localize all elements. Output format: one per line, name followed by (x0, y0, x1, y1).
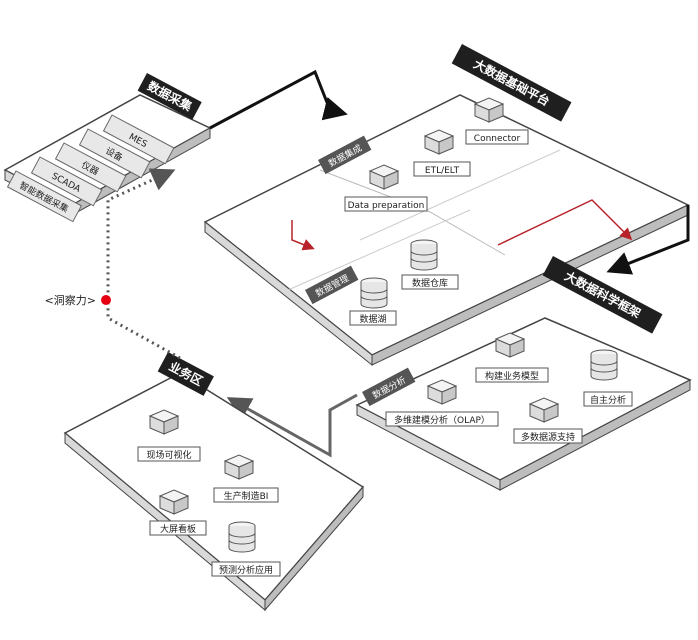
manufacturing-bi-label-box: 生产制造BI (213, 487, 279, 503)
collection-platform: 数据采集 MES 设备 仪器 SCADA 智能数据采集 (3, 73, 212, 223)
collection-item-mes: MES (102, 114, 175, 165)
manufacturing-bi-label: 生产制造BI (224, 490, 269, 502)
science-title-tab: 大数据科学框架 (542, 256, 663, 334)
self-analysis-icon (590, 349, 618, 381)
data-lake-label: 数据湖 (359, 313, 386, 325)
data-warehouse-label-box: 数据仓库 (401, 274, 459, 290)
self-analysis-label: 自主分析 (590, 394, 626, 406)
predictive-analytics-icon (228, 521, 256, 553)
dashboard-label-box: 大屏看板 (149, 520, 207, 536)
onsite-visualization-label-box: 现场可视化 (137, 446, 201, 462)
onsite-visualization-label: 现场可视化 (146, 449, 191, 461)
science-title: 大数据科学框架 (562, 268, 643, 321)
business-model-label: 构建业务模型 (485, 370, 539, 382)
predictive-analytics-label: 预测分析应用 (219, 564, 273, 576)
self-analysis-label-box: 自主分析 (583, 391, 633, 407)
multi-source-label-box: 多数据源支持 (513, 428, 583, 444)
business-model-label-box: 构建业务模型 (475, 367, 549, 383)
business-platform: 业务区 现场可视化 生产制造BI 大屏看板 预测分析应用 (63, 352, 365, 612)
data-lake-icon (360, 277, 388, 309)
predictive-analytics-label-box: 预测分析应用 (211, 561, 281, 577)
etl-label: ETL/ELT (425, 166, 460, 176)
connector-label-box: Connector (465, 129, 529, 145)
flow-arrow-science-to-business (226, 393, 358, 458)
flow-arrow-prep-to-management (291, 220, 315, 251)
etl-label-box: ETL/ELT (413, 161, 471, 177)
collection-item-instrument: 仪器 (54, 142, 127, 193)
olap-label-box: 多维建模分析（OLAP） (385, 411, 499, 427)
data-lake-label-box: 数据湖 (349, 310, 397, 326)
data-preparation-label-box: Data preparation (344, 196, 428, 212)
data-warehouse-label: 数据仓库 (412, 277, 448, 289)
dashboard-label: 大屏看板 (160, 523, 196, 535)
flow-arrow-platform-down (606, 205, 690, 275)
data-warehouse-icon (410, 239, 438, 271)
data-preparation-label: Data preparation (348, 201, 425, 211)
flow-arrow-platform-to-science (497, 199, 633, 246)
olap-label: 多维建模分析（OLAP） (394, 414, 490, 426)
flow-arrow-collection-to-platform (209, 69, 348, 130)
insight-label: <洞察力> (45, 293, 96, 307)
insight-dot (101, 295, 111, 305)
multi-source-label: 多数据源支持 (521, 431, 575, 443)
connector-label: Connector (474, 134, 521, 144)
insight-feedback-loop: <洞察力> (45, 168, 181, 360)
collection-item-equipment: 设备 (78, 128, 151, 179)
